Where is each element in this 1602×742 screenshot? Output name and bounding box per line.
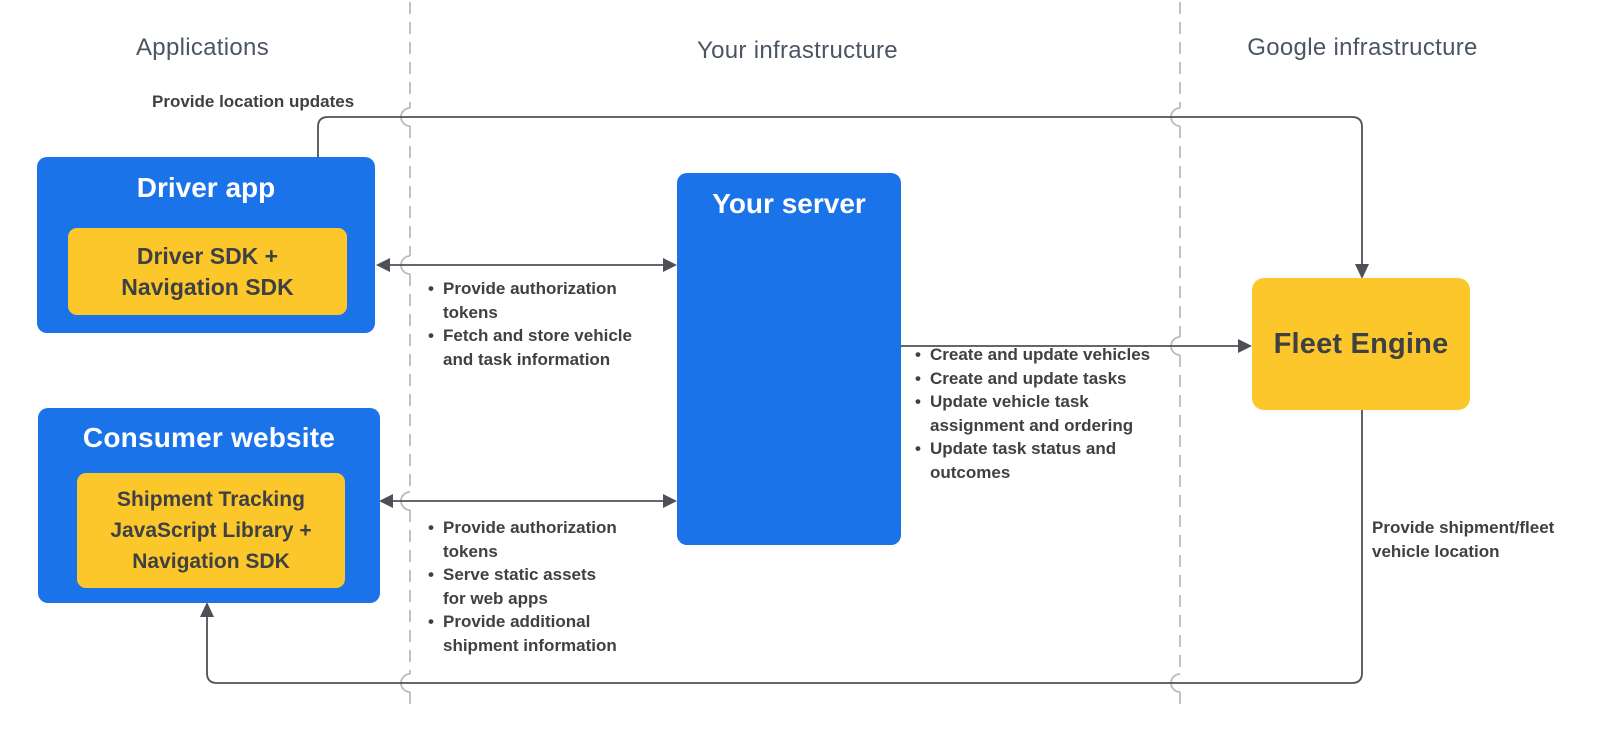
bullet-dot: • [915,345,921,364]
fleet-engine-box: Fleet Engine [1252,278,1470,410]
divider-applications-your-infra [400,2,411,712]
arrowhead-into-your-server-lower [663,494,677,508]
arrowhead-into-your-server-upper [663,258,677,272]
list-item: • Fetch and store vehicle and task infor… [428,324,632,371]
arrowhead-into-driver-app [376,258,390,272]
bullet-dot: • [428,326,434,345]
bullet-list-server-fleet: • Create and update vehicles • Create an… [915,343,1150,484]
arrowhead-into-fleet-engine-top [1355,264,1369,279]
bullet-dot: • [915,392,921,411]
list-item: • Provide authorization tokens [428,516,617,563]
bullet-text: Update vehicle task assignment and order… [930,392,1134,435]
arrowhead-into-consumer-website-bottom [200,602,214,617]
column-header-applications: Applications [135,34,269,61]
bullet-dot: • [915,439,921,458]
bullet-dot: • [915,368,921,388]
driver-app-title: Driver app [136,172,276,203]
bullet-text: Update task status and outcomes [930,439,1117,482]
bullet-text: Serve static assets for web apps [443,565,597,608]
divider-your-infra-google-infra [1170,2,1181,712]
connector-location-updates [317,116,1363,270]
bullet-text: Provide authorization tokens [443,279,617,322]
bullet-dot: • [428,565,434,584]
column-header-your-infrastructure: Your infrastructure [697,37,898,64]
arrowhead-into-consumer-website-right [379,494,393,508]
list-item: • Provide authorization tokens [428,277,632,324]
list-item: • Serve static assets for web apps [428,563,617,610]
bullet-dot: • [428,518,434,537]
list-item: • Create and update tasks [915,367,1150,391]
list-item: • Update task status and outcomes [915,437,1150,484]
arrowhead-into-fleet-engine-left [1238,339,1252,353]
bullet-text: Provide additional shipment information [443,612,617,655]
your-server-title: Your server [712,188,866,219]
bullet-list-driver-server: • Provide authorization tokens • Fetch a… [428,277,632,371]
bullet-text: Create and update tasks [930,368,1127,388]
your-server-box: Your server [677,173,901,545]
connector-fleet-engine-consumer [206,410,1363,684]
bullet-text: Fetch and store vehicle and task informa… [443,326,632,369]
consumer-website-title: Consumer website [82,422,336,453]
list-item: • Create and update vehicles [915,343,1150,367]
driver-sdk-navigation-sdk-box: Driver SDK + Navigation SDK [68,228,347,315]
bullet-text: Create and update vehicles [930,345,1151,364]
column-header-google-infrastructure: Google infrastructure [1247,34,1478,61]
list-item: • Update vehicle task assignment and ord… [915,390,1150,437]
bullet-dot: • [428,279,434,298]
shipment-tracking-library-box: Shipment Tracking JavaScript Library + N… [77,473,345,588]
bullet-list-consumer-server: • Provide authorization tokens • Serve s… [428,516,617,657]
bullet-dot: • [428,612,434,631]
list-item: • Provide additional shipment informatio… [428,610,617,657]
edge-label-provide-location-updates: Provide location updates [152,92,355,111]
bullet-text: Provide authorization tokens [443,518,617,561]
edge-label-provide-shipment-fleet-vehicle-location: Provide shipment/fleet vehicle location [1372,518,1555,561]
